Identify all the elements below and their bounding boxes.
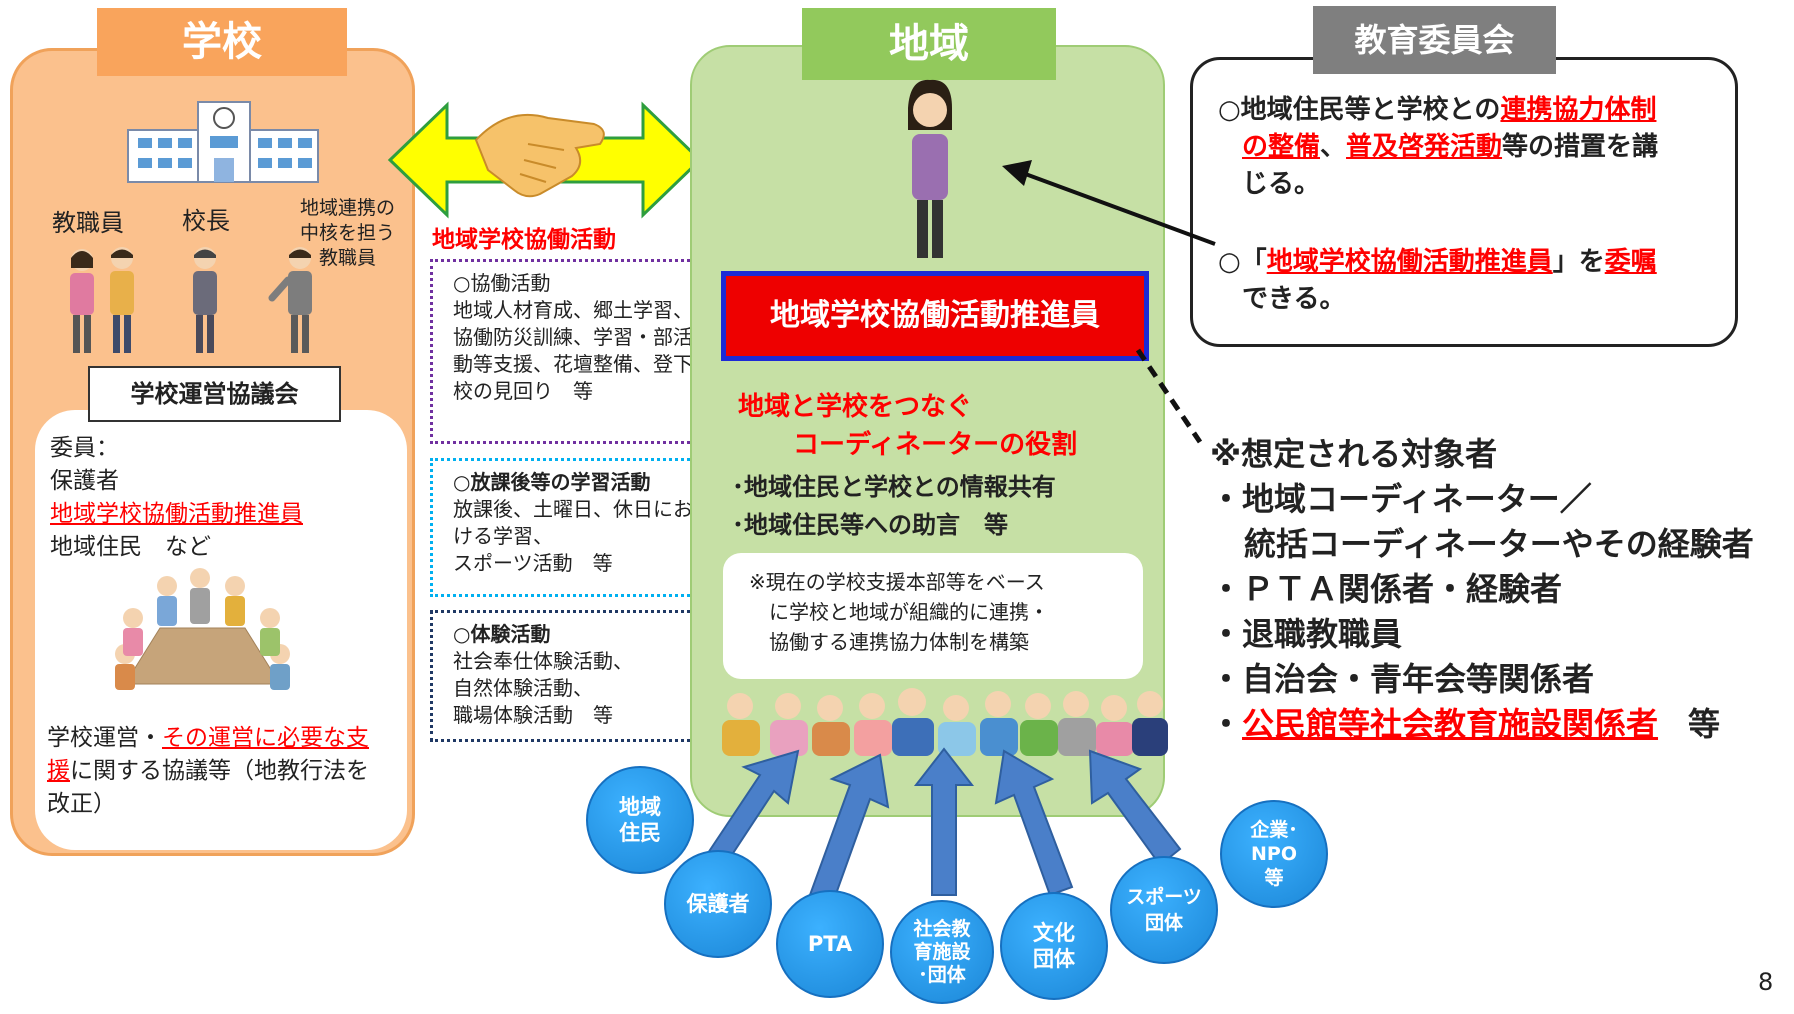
bubble-pta: PTA — [776, 890, 884, 998]
school-tab: 学校 — [97, 8, 347, 76]
bubble-guardians: 保護者 — [664, 850, 772, 958]
board-duty-1: ○地域住民等と学校との連携協力体制 の整備、普及啓発活動等の措置を講 じる。 — [1218, 95, 1659, 199]
community-members-figures — [722, 688, 1168, 756]
promoter-figure — [908, 79, 952, 258]
board-to-promoter-arrow — [1002, 160, 1216, 444]
bubble-local-residents: 地域住民 — [586, 766, 694, 874]
principal-figure — [193, 247, 217, 353]
teacher-male-figure — [110, 247, 134, 353]
page-number: 8 — [1758, 968, 1774, 996]
council-purpose-text: 学校運営・その運営に必要な支 援に関する協議等（地教行法を 改正） — [47, 725, 369, 817]
bubble-social-education-facilities: 社会教育施設･団体 — [890, 900, 994, 1004]
teacher-female-figure — [70, 249, 94, 353]
activity-box-experience: ○体験活動 社会奉仕体験活動、 自然体験活動、 職場体験活動 等 — [430, 610, 708, 742]
council-members: 委員： 保護者 地域学校協働活動推進員 地域住民 など — [50, 435, 303, 560]
school-council-label: 学校運営協議会 — [88, 366, 341, 422]
coordinator-teacher-figure — [268, 247, 312, 353]
collaboration-label: 地域学校協働活動 — [432, 227, 616, 253]
handshake-icon — [474, 113, 605, 198]
role-line-1: 地域と学校をつなぐ — [738, 392, 973, 422]
bubble-sports-groups: スポーツ団体 — [1110, 856, 1218, 964]
coordinator-teacher-label: 地域連携の 中核を担う 教職員 — [300, 197, 396, 269]
school-staff-figures — [70, 247, 312, 353]
role-line-2: コーディネーターの役割 — [793, 430, 1078, 460]
bubble-cultural-groups: 文化団体 — [1000, 892, 1108, 1000]
board-of-education-tab: 教育委員会 — [1313, 6, 1556, 74]
meeting-illustration-icon — [115, 568, 290, 690]
school-building-icon — [127, 101, 319, 183]
structure-note-box: ※現在の学校支援本部等をベース に学校と地域が組織的に連携・ 協働する連携協力体… — [723, 553, 1143, 679]
principal-label: 校長 — [182, 207, 230, 235]
board-of-education-box — [1190, 57, 1738, 347]
target-list: ※想定される対象者 ・地域コーディネーター／ 統括コーディネーターやその経験者 … — [1210, 435, 1754, 743]
staff-label: 教職員 — [52, 209, 124, 237]
activity-box-afterschool: ○放課後等の学習活動 放課後、土曜日、休日にお ける学習、 スポーツ活動 等 — [430, 458, 708, 597]
region-tab: 地域 — [802, 8, 1056, 80]
support-arrows — [698, 747, 1182, 907]
board-duty-2: ○「地域学校協働活動推進員」を委嘱 できる。 — [1218, 247, 1657, 314]
activity-box-collaboration: ○協働活動 地域人材育成、郷土学習、 協働防災訓練、学習・部活 動等支援、花壇整… — [430, 259, 708, 444]
promoter-title-box: 地域学校協働活動推進員 — [721, 271, 1149, 361]
promoter-duties: ･地域住民と学校との情報共有 ･地域住民等への助言 等 — [732, 473, 1056, 539]
